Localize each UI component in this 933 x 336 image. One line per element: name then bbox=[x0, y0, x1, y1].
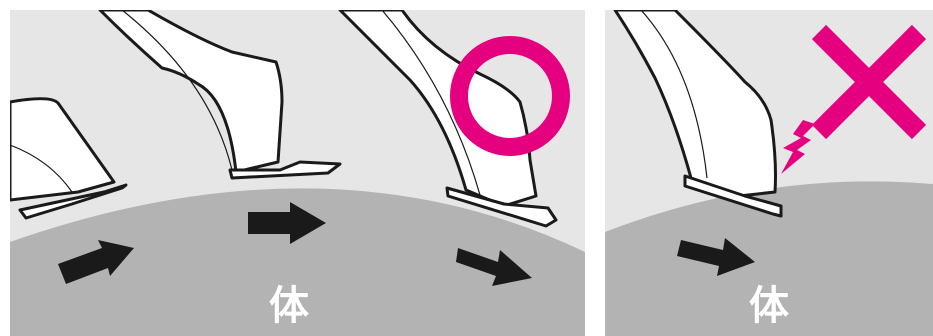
arrow-1 bbox=[58, 240, 134, 284]
razor-1-handle bbox=[10, 97, 116, 202]
razor-1-blade bbox=[18, 183, 128, 220]
body-label: 体 bbox=[269, 283, 309, 329]
razor-steep-blade bbox=[683, 174, 783, 218]
razor-steep-handle bbox=[613, 10, 777, 198]
razor-1 bbox=[10, 97, 128, 220]
incorrect-cross-icon bbox=[811, 24, 927, 140]
panel-correct-illustration bbox=[10, 10, 585, 336]
spark-icon bbox=[781, 120, 815, 174]
razor-2-groove bbox=[121, 10, 233, 171]
body-surface bbox=[605, 181, 933, 336]
panel-incorrect-illustration bbox=[605, 10, 933, 336]
arrow-3 bbox=[456, 248, 532, 286]
razor-1-groove bbox=[10, 144, 73, 193]
razor-steep-groove bbox=[640, 10, 708, 179]
razor-2-blade bbox=[228, 160, 342, 180]
body-label: 体 bbox=[749, 283, 789, 329]
body-surface bbox=[10, 188, 585, 336]
arrow-1 bbox=[677, 238, 755, 276]
razor-steep bbox=[613, 10, 783, 218]
correct-circle-icon bbox=[450, 36, 570, 156]
panel-correct: 体 bbox=[10, 10, 585, 336]
razor-2-handle bbox=[98, 10, 284, 174]
razor-3-groove bbox=[381, 10, 481, 196]
arrow-2 bbox=[248, 202, 326, 244]
panel-incorrect: 体 bbox=[605, 10, 933, 336]
razor-2 bbox=[98, 10, 342, 180]
razor-3-blade bbox=[445, 186, 558, 228]
